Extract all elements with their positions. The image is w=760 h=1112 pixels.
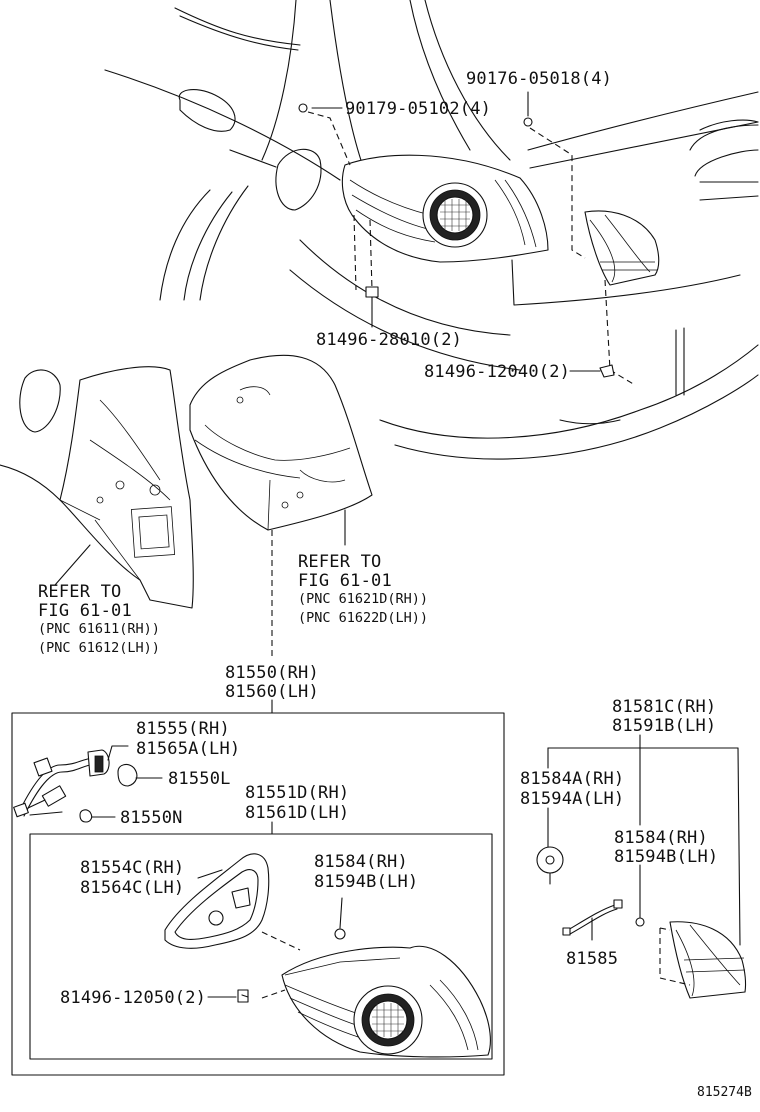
bulb-icon — [79, 763, 138, 823]
label-inner-lamp-rh: 81581C(RH) — [612, 697, 716, 717]
label-cushion-a-rh: 81584A(RH) — [520, 769, 624, 789]
label-cushion-lh: 81594B(LH) — [314, 872, 418, 892]
label-bulb-n: 81550N — [120, 808, 183, 828]
label-screw-90179: 90179-05102(4) — [345, 99, 491, 119]
cushion-icon — [635, 917, 645, 927]
upper-tail-lamp — [341, 154, 549, 263]
clip-icon — [365, 286, 615, 378]
refer-side-line2: FIG 61-01 — [38, 601, 132, 621]
cushion-icon — [536, 846, 564, 885]
label-lens-rh: 81551D(RH) — [245, 783, 349, 803]
label-cushion2-rh: 81584(RH) — [614, 828, 708, 848]
label-cushion2-lh: 81594B(LH) — [614, 847, 718, 867]
vehicle-body-outline — [0, 0, 759, 501]
lamp-lens-box — [29, 833, 493, 1060]
refer-side-pnc-lh: (PNC 61612(LH)) — [38, 640, 160, 656]
label-wire: 81585 — [566, 949, 618, 969]
label-clip-12040: 81496-12040(2) — [424, 362, 570, 382]
refer-rear-line1: REFER TO — [298, 552, 381, 572]
label-bulb-l: 81550L — [168, 769, 231, 789]
label-inner-lamp-lh: 81591B(LH) — [612, 716, 716, 736]
gasket-icon — [164, 853, 270, 949]
clip-icon — [237, 989, 249, 1003]
lamp-assembly-box — [11, 712, 505, 1076]
screw-icon — [298, 103, 533, 127]
label-gasket-rh: 81554C(RH) — [80, 858, 184, 878]
upper-inner-lamp — [584, 210, 660, 286]
cushion-icon — [334, 928, 346, 940]
label-cushion-a-lh: 81594A(LH) — [520, 789, 624, 809]
refer-rear-line2: FIG 61-01 — [298, 571, 392, 591]
label-clip-12050: 81496-12050(2) — [60, 988, 206, 1008]
inner-lamp-icon — [669, 921, 747, 999]
tail-lamp-icon — [281, 945, 491, 1058]
label-lens-lh: 81561D(LH) — [245, 803, 349, 823]
refer-rear-pnc-lh: (PNC 61622D(LH)) — [298, 610, 428, 626]
refer-side-line1: REFER TO — [38, 582, 121, 602]
label-socket-rh: 81555(RH) — [136, 719, 230, 739]
label-cushion-rh: 81584(RH) — [314, 852, 408, 872]
refer-rear-pnc-rh: (PNC 61621D(RH)) — [298, 591, 428, 607]
socket-wire-icon — [13, 749, 110, 818]
side-inner-panel — [59, 366, 194, 609]
label-lamp-assy-rh: 81550(RH) — [225, 663, 319, 683]
label-socket-lh: 81565A(LH) — [136, 739, 240, 759]
socket-wire-icon — [562, 899, 623, 936]
refer-side-pnc-rh: (PNC 61611(RH)) — [38, 621, 160, 637]
label-clip-28010: 81496-28010(2) — [316, 330, 462, 350]
label-screw-90176: 90176-05018(4) — [466, 69, 612, 89]
label-gasket-lh: 81564C(LH) — [80, 878, 184, 898]
figure-id: 815274B — [697, 1085, 752, 1100]
rear-inner-panel — [189, 354, 373, 531]
label-lamp-assy-lh: 81560(LH) — [225, 682, 319, 702]
